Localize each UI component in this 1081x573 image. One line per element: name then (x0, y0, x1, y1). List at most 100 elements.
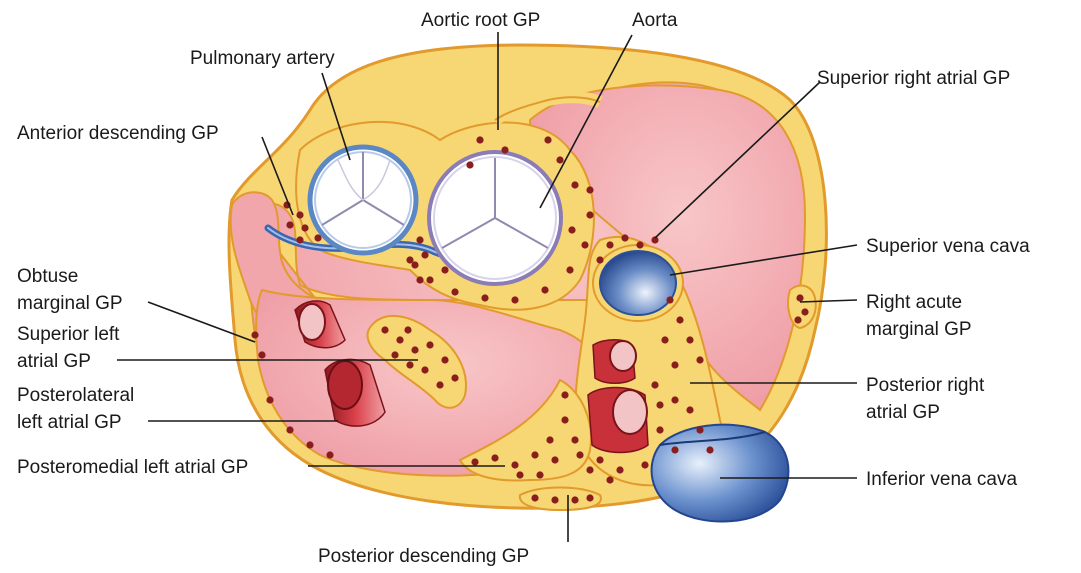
ganglion-dot (586, 494, 593, 501)
ganglion-dot (616, 466, 623, 473)
ganglion-dot (706, 446, 713, 453)
ganglion-dot (641, 461, 648, 468)
ganglion-dot (556, 156, 563, 163)
superior-vena-cava (593, 245, 683, 321)
ganglion-dot (416, 236, 423, 243)
ganglion-dot (266, 396, 273, 403)
label-posteromedial-left-atrial-gp: Posteromedial left atrial GP (17, 457, 248, 478)
label-posterolateral-left-atrial-gp-line1: Posterolateral (17, 385, 134, 406)
ganglion-dot (396, 336, 403, 343)
ganglion-dot (796, 294, 803, 301)
ganglion-dot (686, 336, 693, 343)
ganglion-dot (411, 346, 418, 353)
ganglion-dot (306, 441, 313, 448)
ganglion-dot (314, 234, 321, 241)
ganglion-dot (671, 396, 678, 403)
aortic-valve (429, 152, 561, 284)
ganglion-dot (301, 224, 308, 231)
label-posterior-right-atrial-gp-line1: Posterior right (866, 375, 985, 396)
ganglion-dot (586, 186, 593, 193)
ganglion-dot (471, 458, 478, 465)
label-inferior-vena-cava: Inferior vena cava (866, 469, 1017, 490)
ganglion-dot (426, 341, 433, 348)
ganglion-dot (671, 361, 678, 368)
label-pulmonary-artery: Pulmonary artery (190, 48, 335, 69)
inferior-vena-cava (652, 425, 789, 522)
label-aorta: Aorta (632, 10, 678, 31)
ganglion-dot (586, 211, 593, 218)
ganglion-dot (296, 211, 303, 218)
ganglion-dot (568, 226, 575, 233)
ganglion-dot (606, 241, 613, 248)
ganglion-dot (536, 471, 543, 478)
ganglion-dot (441, 266, 448, 273)
ganglion-dot (794, 316, 801, 323)
ganglion-dot (516, 471, 523, 478)
ganglion-dot (406, 256, 413, 263)
ganglion-dot (571, 181, 578, 188)
ganglion-dot (286, 221, 293, 228)
ganglion-dot (544, 136, 551, 143)
ganglion-dot (666, 296, 673, 303)
ganglion-dot (571, 496, 578, 503)
ganglion-dot (416, 276, 423, 283)
label-superior-left-atrial-gp-line2: atrial GP (17, 351, 91, 372)
ganglion-dot (606, 476, 613, 483)
ganglion-dot (441, 356, 448, 363)
ganglion-dot (581, 241, 588, 248)
ganglion-dot (686, 406, 693, 413)
ganglion-dot (546, 436, 553, 443)
ganglion-dot (491, 454, 498, 461)
ganglion-dot (661, 336, 668, 343)
label-posterior-right-atrial-gp-line2: atrial GP (866, 402, 940, 423)
ganglion-dot (696, 356, 703, 363)
pulmonary-valve (310, 147, 416, 253)
right-pulmonary-vein-2 (588, 388, 648, 453)
label-obtuse-marginal-gp-line2: marginal GP (17, 293, 123, 314)
ganglion-dot (426, 276, 433, 283)
right-pulmonary-vein-1 (593, 340, 636, 384)
label-anterior-descending-gp: Anterior descending GP (17, 123, 219, 144)
ganglion-dot (551, 496, 558, 503)
ganglion-dot (421, 366, 428, 373)
ganglion-dot (296, 236, 303, 243)
ganglion-dot (531, 451, 538, 458)
ganglion-dot (391, 351, 398, 358)
ganglion-dot (451, 288, 458, 295)
ganglion-dot (531, 494, 538, 501)
ganglion-dot (656, 401, 663, 408)
ganglion-dot (621, 234, 628, 241)
ganglion-dot (676, 316, 683, 323)
ganglion-dot (451, 374, 458, 381)
ganglion-dot (404, 326, 411, 333)
ganglion-dot (436, 381, 443, 388)
label-aortic-root-gp: Aortic root GP (421, 10, 540, 31)
ganglion-dot (476, 136, 483, 143)
ganglion-dot (596, 256, 603, 263)
label-superior-vena-cava: Superior vena cava (866, 236, 1030, 257)
label-right-acute-marginal-gp-line2: marginal GP (866, 319, 972, 340)
ganglion-dot (651, 381, 658, 388)
label-posterolateral-left-atrial-gp-line2: left atrial GP (17, 412, 122, 433)
label-superior-right-atrial-gp: Superior right atrial GP (817, 68, 1010, 89)
ganglion-dot (541, 286, 548, 293)
ganglion-dot (466, 161, 473, 168)
ganglion-dot (501, 146, 508, 153)
ganglion-dot (258, 351, 265, 358)
ganglion-dot (561, 416, 568, 423)
ganglion-dot (326, 451, 333, 458)
ganglion-dot (561, 391, 568, 398)
ganglion-dot (636, 241, 643, 248)
ganglion-dot (656, 426, 663, 433)
ganglion-dot (511, 296, 518, 303)
ganglion-dot (481, 294, 488, 301)
label-right-acute-marginal-gp-line1: Right acute (866, 292, 962, 313)
ganglion-dot (286, 426, 293, 433)
ganglion-dot (576, 451, 583, 458)
label-obtuse-marginal-gp-line1: Obtuse (17, 266, 78, 287)
ganglion-dot (671, 446, 678, 453)
ganglion-dot (381, 326, 388, 333)
ganglion-dot (596, 456, 603, 463)
